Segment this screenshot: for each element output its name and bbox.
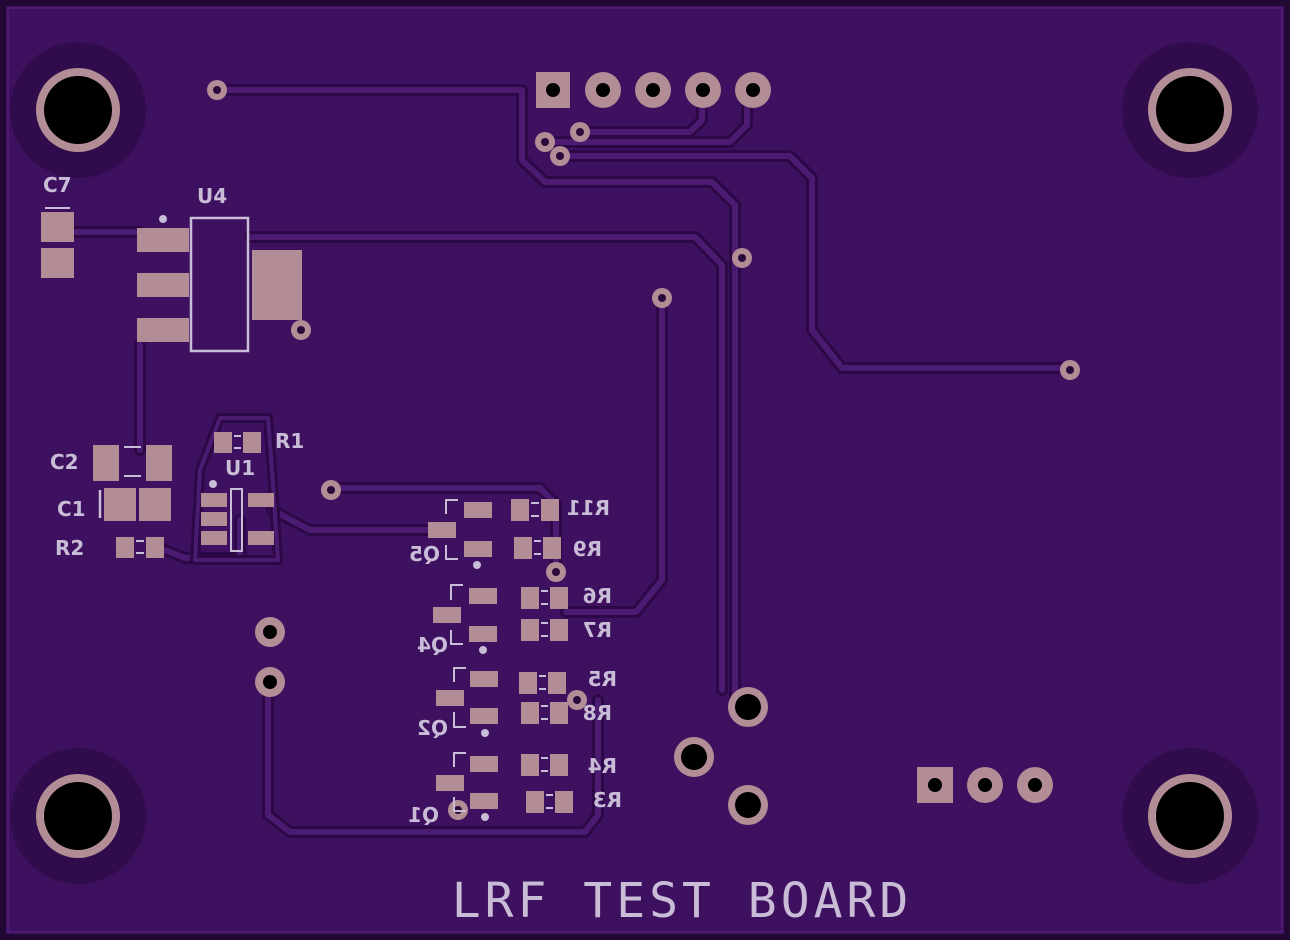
- label-c7: C7: [43, 173, 72, 197]
- label-r3: R3: [593, 788, 622, 812]
- traces: [70, 84, 1076, 838]
- label-r6: R6: [583, 584, 612, 608]
- transistor-q5: [428, 499, 492, 569]
- label-r5: R5: [588, 667, 617, 691]
- resistor-r9: [514, 537, 561, 559]
- mounting-holes: [10, 42, 1258, 884]
- label-r8: R8: [583, 701, 612, 725]
- resistor-r3: [526, 791, 573, 813]
- label-q5: Q5: [409, 542, 440, 566]
- transistor-q2: [436, 667, 498, 737]
- label-c1: C1: [57, 497, 86, 521]
- label-r7: R7: [583, 618, 612, 642]
- label-c2: C2: [50, 450, 79, 474]
- header-top-5pin: [536, 72, 771, 108]
- transistor-q4: [433, 584, 497, 654]
- connector-holes: [255, 617, 768, 825]
- board-title: LRF TEST BOARD: [452, 873, 913, 929]
- label-r4: R4: [588, 754, 617, 778]
- silkscreen-labels: C7 U4 C2 C1 R2 R1 U1 R11 R9 Q5 R6 R7 Q4 …: [43, 173, 913, 929]
- capacitor-c7: [41, 207, 74, 278]
- regulator-u4: [137, 215, 302, 353]
- label-q1: Q1: [408, 803, 439, 827]
- label-u1: U1: [225, 456, 255, 480]
- ic-u1: [201, 480, 274, 552]
- label-r2: R2: [55, 536, 84, 560]
- label-r9: R9: [573, 537, 602, 561]
- resistor-r11: [511, 499, 559, 521]
- resistor-r7: [521, 619, 568, 641]
- label-r11: R11: [567, 496, 610, 520]
- board-edge-inner: [7, 7, 1283, 933]
- resistor-r5: [519, 672, 566, 694]
- resistor-r4: [521, 754, 568, 776]
- resistor-r2: [116, 537, 164, 558]
- resistor-r1: [214, 432, 261, 453]
- resistor-r6: [521, 587, 568, 609]
- transistor-q1: [436, 752, 498, 821]
- label-q4: Q4: [417, 633, 448, 657]
- capacitor-c1: [98, 488, 171, 521]
- label-r1: R1: [275, 429, 304, 453]
- resistor-r8: [521, 702, 568, 724]
- header-bottom-3pin: [917, 767, 1053, 803]
- capacitor-c2: [93, 445, 172, 481]
- label-q2: Q2: [417, 716, 448, 740]
- label-u4: U4: [197, 184, 227, 208]
